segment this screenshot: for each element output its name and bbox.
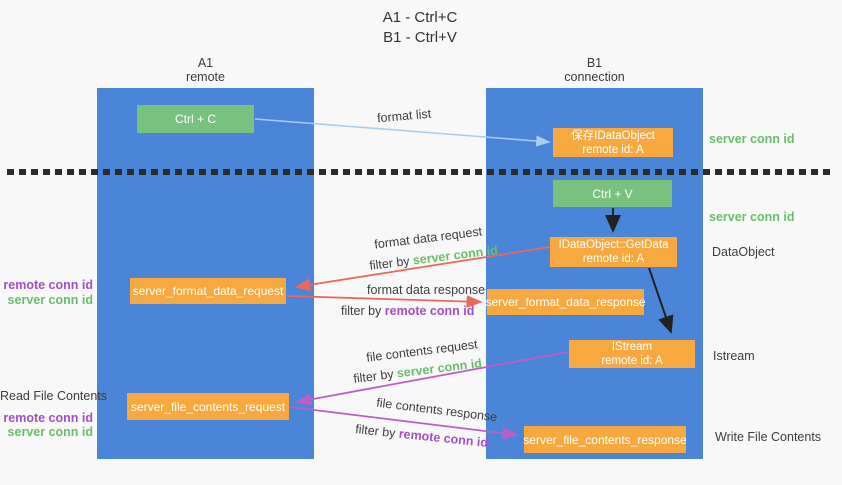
filter-by-text: filter by [341,304,385,318]
node-save-idataobject-line2: remote id: A [582,143,644,156]
lifeline-a1-header: A1 remote [147,56,264,84]
remote-conn-id-text: remote conn id [398,426,489,450]
filter-by-text: filter by [354,422,400,441]
remote-conn-id-text: remote conn id [384,304,475,318]
side-label-server-conn-id-left-2: server conn id [7,425,93,439]
node-ctrl-c-label: Ctrl + C [174,112,216,126]
node-ctrl-c: Ctrl + C [137,105,254,133]
node-ctrl-v-label: Ctrl + V [592,186,633,201]
node-file-response-label: server_file_contents_response [523,432,687,447]
node-getdata-line1: IDataObject::GetData [558,239,669,251]
node-file-request-label: server_file_contents_request [130,399,286,414]
node-getdata-line2: remote id: A [582,253,645,265]
node-server-format-data-response: server_format_data_response [485,289,646,315]
node-save-idataobject: 保存IDataObject remote id: A [553,128,673,157]
lifeline-a1-name: A1 [197,56,214,70]
lifeline-a1-role: remote [186,70,225,84]
node-ctrl-v: Ctrl + V [553,180,672,207]
side-label-server-conn-id-top: server conn id [709,132,795,146]
node-format-request-label: server_format_data_request [132,284,284,298]
edge-label-format-data-response: format data response [367,283,486,297]
side-label-write-file-contents: Write File Contents [715,430,822,444]
side-label-dataobject: DataObject [712,245,775,259]
edge-label-filter-by-remote-conn-id-1: filter by remote conn id [341,304,474,318]
edge-label-filter-by-remote-conn-id-2: filter by remote conn id [355,422,489,450]
side-label-server-conn-id-left-1: server conn id [7,293,93,307]
side-label-istream: Istream [713,349,755,363]
edge-label-file-contents-response: file contents response [375,395,499,425]
node-istream: IStream remote id: A [569,340,695,368]
side-label-remote-conn-id-left-1: remote conn id [3,278,93,292]
node-server-file-contents-response: server_file_contents_response [523,426,687,453]
node-format-response-label: server_format_data_response [485,295,646,309]
lifeline-b1-header: B1 connection [536,56,653,84]
lifeline-b1-role: connection [564,70,625,84]
title-line-a1: A1 - Ctrl+C [382,9,458,26]
node-server-format-data-request: server_format_data_request [130,278,286,304]
lifeline-b1-name: B1 [586,56,603,70]
filter-by-text: filter by [368,253,414,273]
server-conn-id-text: server conn id [396,356,483,381]
side-label-read-file-contents: Read File Contents [0,389,108,403]
edge-label-format-list: format list [376,106,432,126]
node-save-idataobject-line1: 保存IDataObject [571,129,655,142]
diagram-title: A1 - Ctrl+C B1 - Ctrl+V [320,8,520,48]
title-line-b1: B1 - Ctrl+V [383,29,457,46]
side-label-remote-conn-id-left-2: remote conn id [3,411,93,425]
filter-by-text: filter by [352,366,398,386]
side-label-server-conn-id-mid: server conn id [709,210,795,224]
section-divider-dotted-line [7,169,835,175]
node-idataobject-getdata: IDataObject::GetData remote id: A [550,237,677,267]
node-server-file-contents-request: server_file_contents_request [127,393,289,420]
node-istream-line1: IStream [611,341,653,353]
node-istream-line2: remote id: A [601,355,663,367]
